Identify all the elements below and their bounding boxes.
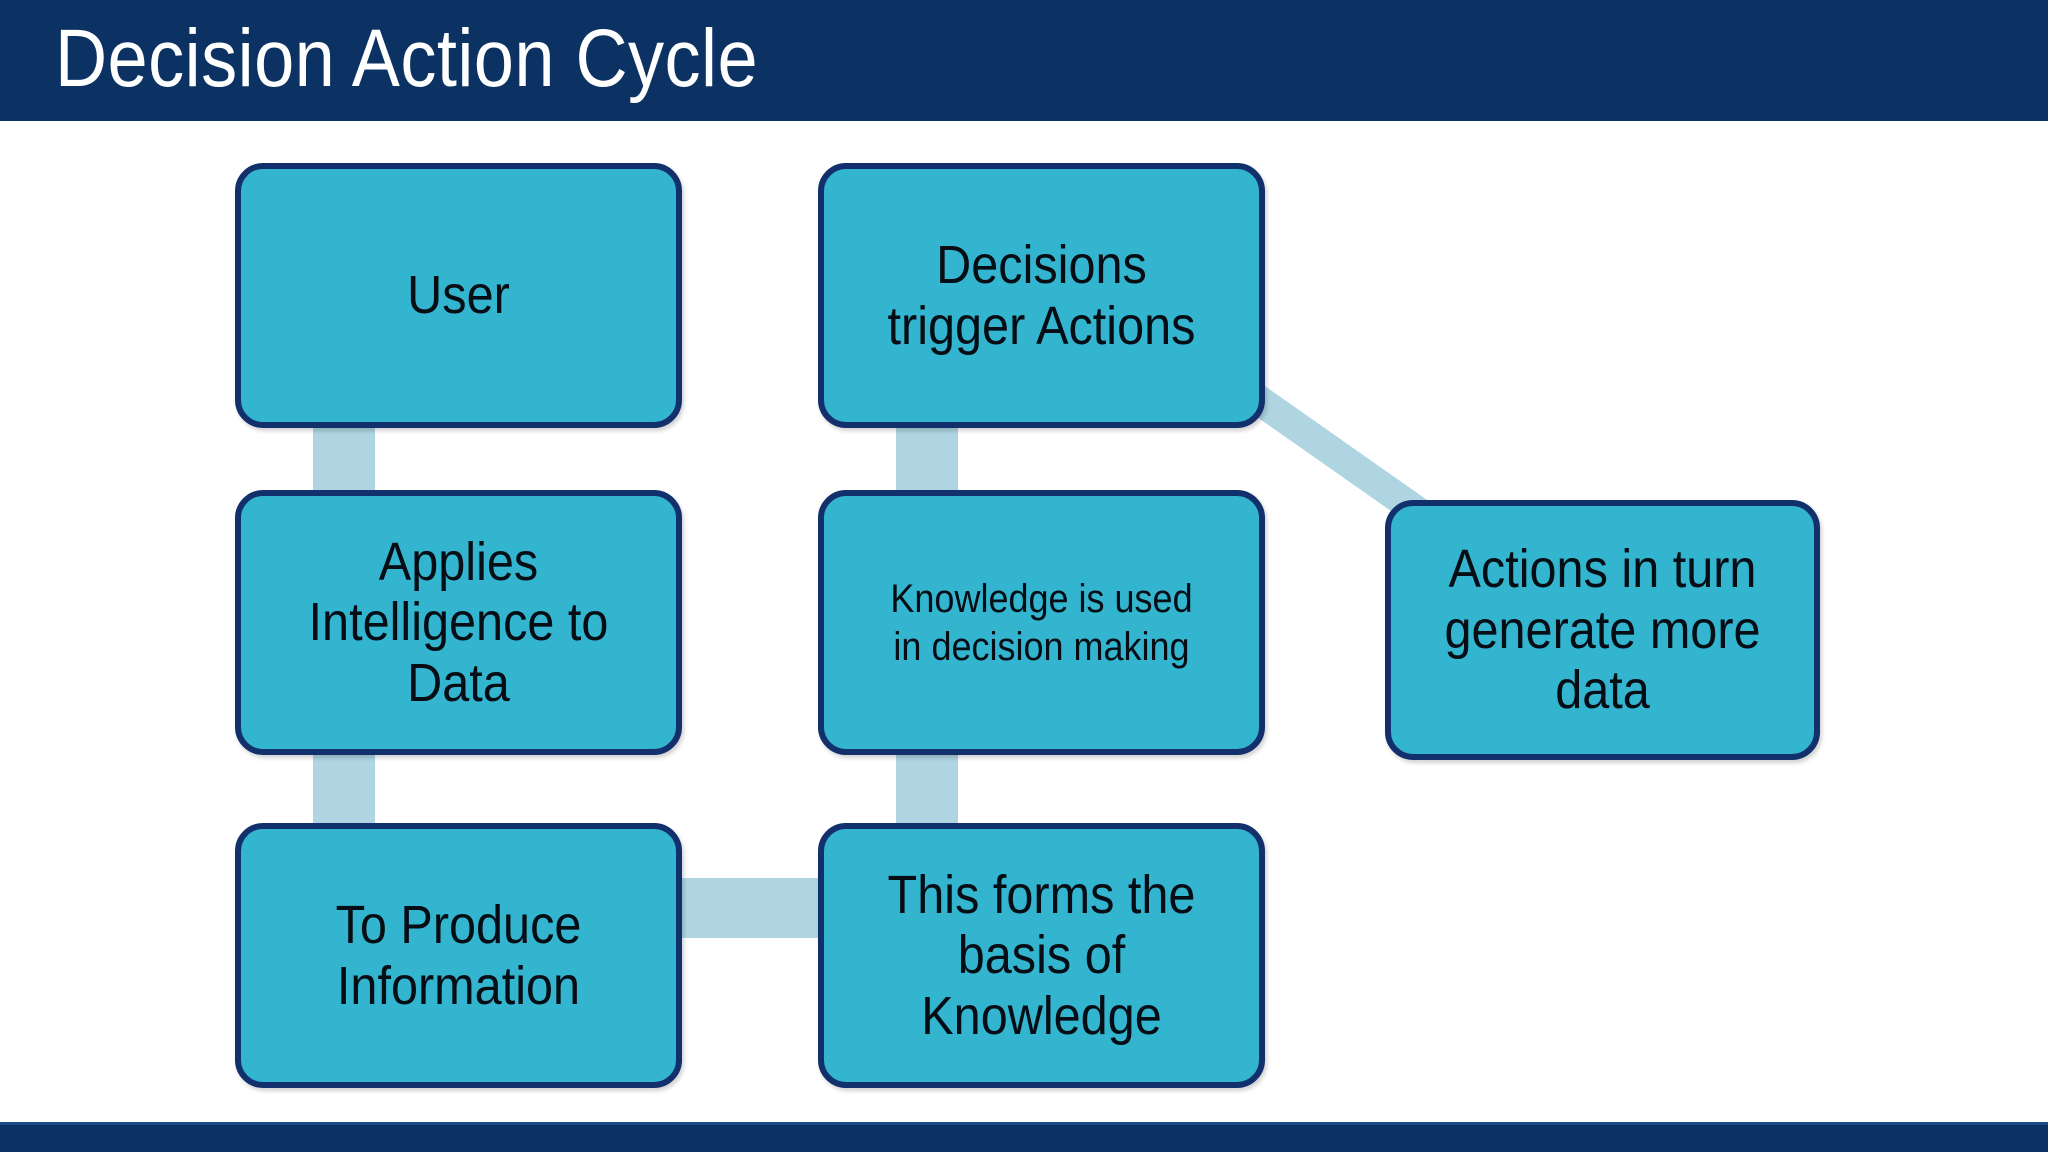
node-decisions-trigger-actions[interactable]: Decisions trigger Actions — [818, 163, 1265, 428]
connector-decisions-to-knowledge — [896, 420, 958, 498]
node-basis-of-knowledge[interactable]: This forms the basis of Knowledge — [818, 823, 1265, 1088]
connector-knowledge-to-basis — [896, 748, 958, 830]
title-banner: Decision Action Cycle — [0, 0, 2048, 121]
node-user[interactable]: User — [235, 163, 682, 428]
node-actions-generate-data-label: Actions in turn generate more data — [1444, 539, 1761, 721]
node-produce-information-label: To Produce Information — [335, 895, 582, 1016]
connector-produce-to-basis — [676, 878, 826, 938]
node-produce-information[interactable]: To Produce Information — [235, 823, 682, 1088]
node-decisions-trigger-actions-label: Decisions trigger Actions — [887, 235, 1196, 356]
node-knowledge-is-used[interactable]: Knowledge is used in decision making — [818, 490, 1265, 755]
node-applies-intelligence[interactable]: Applies Intelligence to Data — [235, 490, 682, 755]
node-knowledge-is-used-label: Knowledge is used in decision making — [890, 576, 1193, 669]
node-basis-of-knowledge-label: This forms the basis of Knowledge — [887, 864, 1196, 1046]
connector-user-to-applies — [313, 420, 375, 498]
node-user-label: User — [407, 265, 510, 326]
footer-bar — [0, 1122, 2048, 1152]
page-title: Decision Action Cycle — [55, 13, 759, 104]
connector-applies-to-produce — [313, 748, 375, 830]
node-actions-generate-data[interactable]: Actions in turn generate more data — [1385, 500, 1820, 760]
node-applies-intelligence-label: Applies Intelligence to Data — [308, 531, 609, 713]
